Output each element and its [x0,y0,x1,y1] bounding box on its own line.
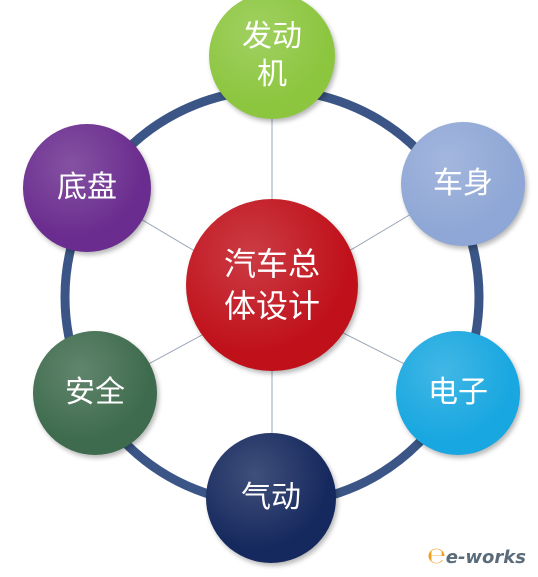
node-safety-label: 安全 [65,375,125,410]
e-works-watermark: ℮e-works [427,544,526,569]
node-electronic-label: 电子 [428,375,488,410]
node-body-label: 车身 [433,166,493,201]
node-engine: 发动 机 [209,0,335,119]
node-body: 车身 [401,122,525,246]
node-engine-label: 发动 机 [241,19,302,92]
node-chassis: 底盘 [23,124,151,252]
node-center: 汽车总 体设计 [186,199,358,371]
watermark-text: e-works [445,547,526,568]
node-chassis-label: 底盘 [56,170,117,205]
node-center-label: 汽车总 体设计 [223,245,320,325]
e-works-logo-icon: ℮ [426,544,446,569]
node-electronic: 电子 [396,331,520,455]
node-safety: 安全 [33,331,157,455]
node-pneumatic-label: 气动 [241,480,301,515]
node-pneumatic: 气动 [206,433,336,563]
